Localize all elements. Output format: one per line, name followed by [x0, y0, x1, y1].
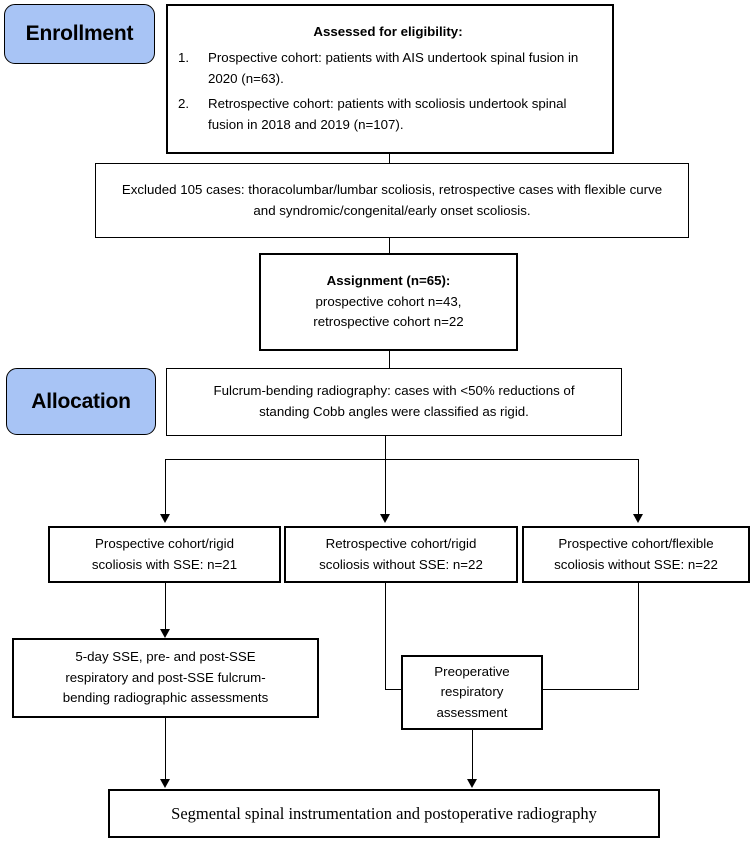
- connector-sse-assessment-to-final: [165, 718, 166, 781]
- branch-arrow-middle: [380, 514, 390, 523]
- branch-arrow-left: [160, 514, 170, 523]
- sse-assessment-line-1: 5-day SSE, pre- and post-SSE: [75, 649, 256, 665]
- connector-preop-assessment-to-final: [472, 730, 473, 781]
- arrow-preop-assessment-to-final: [467, 779, 477, 788]
- eligibility-item-2-number: 2.: [178, 96, 190, 112]
- preop-assessment-line-2: assessment: [436, 704, 508, 720]
- stage-label-enrollment: Enrollment: [4, 4, 155, 64]
- connector-right-group-to-preop: [542, 689, 639, 690]
- node-fulcrum-bending-radiography: Fulcrum-bending radiography: cases with …: [166, 368, 622, 436]
- stage-label-allocation: Allocation: [6, 368, 156, 435]
- connector-middle-group-to-preop: [385, 689, 402, 690]
- excluded-text: Excluded 105 cases: thoracolumbar/lumbar…: [121, 181, 663, 218]
- node-preoperative-respiratory-assessment: Preoperative respiratory assessment: [401, 655, 543, 730]
- group-middle-line-1: Retrospective cohort/rigid: [325, 535, 477, 551]
- fulcrum-text: Fulcrum-bending radiography: cases with …: [213, 383, 575, 419]
- connector-middle-group-down: [385, 583, 386, 690]
- stage-label-allocation-text: Allocation: [31, 389, 131, 413]
- eligibility-item-2-text: Retrospective cohort: patients with scol…: [208, 96, 567, 132]
- branch-drop-middle: [385, 459, 386, 516]
- eligibility-item-1-text: Prospective cohort: patients with AIS un…: [208, 50, 579, 86]
- eligibility-heading: Assessed for eligibility:: [313, 24, 463, 40]
- connector-left-group-to-sse-assessment: [165, 583, 166, 631]
- node-excluded-cases: Excluded 105 cases: thoracolumbar/lumbar…: [95, 163, 689, 238]
- branch-drop-right: [638, 459, 639, 516]
- node-group-retrospective-rigid-no-sse: Retrospective cohort/rigid scoliosis wit…: [284, 526, 518, 583]
- node-sse-assessment: 5-day SSE, pre- and post-SSE respiratory…: [12, 638, 319, 718]
- final-text: Segmental spinal instrumentation and pos…: [171, 803, 597, 823]
- assignment-line-3: retrospective cohort n=22: [313, 314, 464, 330]
- eligibility-item-1-number: 1.: [178, 50, 190, 66]
- group-left-line-1: Prospective cohort/rigid: [95, 535, 234, 551]
- branch-stem-vertical: [385, 436, 386, 460]
- connector-excluded-to-assignment: [389, 238, 390, 253]
- node-final-outcome: Segmental spinal instrumentation and pos…: [108, 789, 660, 838]
- assignment-heading: Assignment (n=65):: [326, 273, 451, 289]
- arrow-sse-assessment-to-final: [160, 779, 170, 788]
- arrow-left-group-to-sse-assessment: [160, 629, 170, 638]
- assignment-line-2: prospective cohort n=43,: [315, 293, 462, 309]
- sse-assessment-line-3: bending radiographic assessments: [62, 690, 269, 706]
- group-right-line-1: Prospective cohort/flexible: [558, 535, 714, 551]
- node-group-prospective-rigid-sse: Prospective cohort/rigid scoliosis with …: [48, 526, 281, 583]
- eligibility-item-2: 2. Retrospective cohort: patients with s…: [178, 94, 598, 135]
- sse-assessment-line-2: respiratory and post-SSE fulcrum-: [65, 669, 266, 685]
- node-group-prospective-flexible-no-sse: Prospective cohort/flexible scoliosis wi…: [522, 526, 750, 583]
- connector-assignment-to-fulcrum: [389, 351, 390, 368]
- branch-arrow-right: [633, 514, 643, 523]
- branch-drop-left: [165, 459, 166, 516]
- connector-right-group-down: [638, 583, 639, 690]
- stage-label-enrollment-text: Enrollment: [25, 22, 134, 45]
- branch-horizontal-bus: [165, 459, 639, 460]
- group-left-line-2: scoliosis with SSE: n=21: [91, 556, 238, 572]
- preop-assessment-line-1: Preoperative respiratory: [434, 663, 510, 700]
- node-assessed-for-eligibility: Assessed for eligibility: 1. Prospective…: [166, 4, 614, 154]
- connector-eligibility-to-excluded: [389, 154, 390, 163]
- node-assignment: Assignment (n=65): prospective cohort n=…: [259, 253, 518, 351]
- group-middle-line-2: scoliosis without SSE: n=22: [319, 556, 483, 572]
- group-right-line-2: scoliosis without SSE: n=22: [554, 556, 718, 572]
- eligibility-item-1: 1. Prospective cohort: patients with AIS…: [178, 48, 598, 89]
